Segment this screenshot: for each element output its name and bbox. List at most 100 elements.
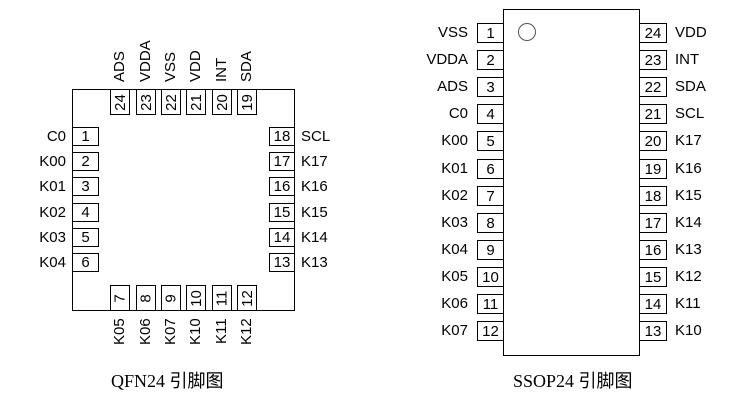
pin-label: K00 xyxy=(441,132,468,149)
pin-label: SCL xyxy=(675,105,705,122)
pin-label: K15 xyxy=(675,187,702,204)
pin-number-text: 8 xyxy=(137,293,155,303)
pin-label: VDD xyxy=(187,50,204,82)
pin-number: 22 xyxy=(639,77,667,97)
pin-label: VDDA xyxy=(137,40,154,82)
pin-number: 21 xyxy=(186,89,206,115)
pin-label: K10 xyxy=(675,322,702,339)
pin-label: K06 xyxy=(441,295,468,312)
pin-label: C0 xyxy=(46,128,66,145)
pin-label: K06 xyxy=(137,318,154,345)
pin-label: VDDA xyxy=(426,51,468,68)
pin-number: 16 xyxy=(269,177,295,196)
pin-label: K01 xyxy=(39,178,66,195)
pin1-indicator-icon xyxy=(518,23,536,41)
pin-label: INT xyxy=(675,51,700,68)
pin-label: K14 xyxy=(675,214,702,231)
pin-number: 6 xyxy=(72,253,99,272)
pin-label: K13 xyxy=(301,254,328,271)
pin-number: 14 xyxy=(269,228,295,247)
pin-number: 15 xyxy=(639,267,667,287)
pin-label: K01 xyxy=(441,160,468,177)
pin-number: 14 xyxy=(639,294,667,314)
pin-number: 18 xyxy=(639,186,667,206)
pin-label: ADS xyxy=(111,51,128,82)
pin-label: K05 xyxy=(441,268,468,285)
ssop24-package-body xyxy=(503,9,640,356)
pin-label: K11 xyxy=(213,318,230,344)
pin-label: K11 xyxy=(675,295,701,312)
ssop24-caption: SSOP24 引脚图 xyxy=(513,371,633,391)
pin-number-text: 19 xyxy=(238,93,256,111)
pin-label: K03 xyxy=(39,229,66,246)
pin-number: 5 xyxy=(72,228,99,247)
qfn24-caption: QFN24 引脚图 xyxy=(111,371,224,391)
pin-label: K14 xyxy=(301,229,328,246)
pin-number: 11 xyxy=(477,294,504,314)
pin-number-text: 11 xyxy=(213,290,231,306)
pin-number: 3 xyxy=(477,77,504,97)
pin-number: 23 xyxy=(136,89,156,115)
pin-label: K03 xyxy=(441,214,468,231)
pin-number: 7 xyxy=(110,285,130,311)
pin-number: 1 xyxy=(477,23,504,43)
pin-label: K17 xyxy=(301,153,328,170)
pin-number: 17 xyxy=(639,213,667,233)
pin-label: K12 xyxy=(675,268,702,285)
pin-number-text: 7 xyxy=(111,293,129,303)
pin-number: 20 xyxy=(212,89,232,115)
pin-number: 24 xyxy=(110,89,130,115)
pin-number: 7 xyxy=(477,186,504,206)
pin-label: K15 xyxy=(301,204,328,221)
pin-number: 5 xyxy=(477,131,504,151)
pin-label: SDA xyxy=(238,51,255,82)
pin-number-text: 23 xyxy=(137,93,155,111)
pin-label: VSS xyxy=(437,24,468,41)
pin-number: 11 xyxy=(212,285,232,311)
pin-number: 16 xyxy=(639,240,667,260)
pin-label: K02 xyxy=(39,204,66,221)
pin-label: K16 xyxy=(301,178,328,195)
pin-label: K17 xyxy=(675,132,702,149)
pin-number-text: 22 xyxy=(162,93,180,111)
pin-label: K07 xyxy=(441,322,468,339)
pin-number: 23 xyxy=(639,50,667,70)
pin-number: 4 xyxy=(72,203,99,222)
pin-number: 6 xyxy=(477,159,504,179)
pin-label: K02 xyxy=(441,187,468,204)
pin-label: K05 xyxy=(111,318,128,345)
pin-number: 9 xyxy=(161,285,181,311)
pin-label: K16 xyxy=(675,160,702,177)
pin-number: 10 xyxy=(477,267,504,287)
pin-number: 9 xyxy=(477,240,504,260)
pin-number-text: 12 xyxy=(238,289,256,307)
pin-number: 12 xyxy=(237,285,257,311)
pin-label: C0 xyxy=(448,105,468,122)
pin-label: K07 xyxy=(162,318,179,345)
pin-number: 8 xyxy=(136,285,156,311)
pin-label: SCL xyxy=(301,128,331,145)
pin-label: K12 xyxy=(238,318,255,345)
pin-number-text: 10 xyxy=(187,289,205,307)
pin-label: K13 xyxy=(675,241,702,258)
pin-number: 18 xyxy=(269,127,295,146)
pin-number-text: 21 xyxy=(187,93,205,111)
pin-number: 2 xyxy=(72,152,99,171)
pin-number: 19 xyxy=(237,89,257,115)
qfn24-package-body xyxy=(72,89,295,311)
pin-number: 1 xyxy=(72,127,99,146)
pin-number: 8 xyxy=(477,213,504,233)
pin-number: 13 xyxy=(269,253,295,272)
pin-number: 13 xyxy=(639,321,667,341)
pin-number: 20 xyxy=(639,131,667,151)
pin-label: K00 xyxy=(39,153,66,170)
pin-label: SDA xyxy=(675,78,706,95)
pin-label: VDD xyxy=(675,24,707,41)
pin-number-text: 20 xyxy=(213,93,231,111)
pin-number: 17 xyxy=(269,152,295,171)
pin-number: 21 xyxy=(639,104,667,124)
pin-number: 3 xyxy=(72,177,99,196)
pin-label: K04 xyxy=(441,241,468,258)
pin-number: 4 xyxy=(477,104,504,124)
pin-number: 10 xyxy=(186,285,206,311)
